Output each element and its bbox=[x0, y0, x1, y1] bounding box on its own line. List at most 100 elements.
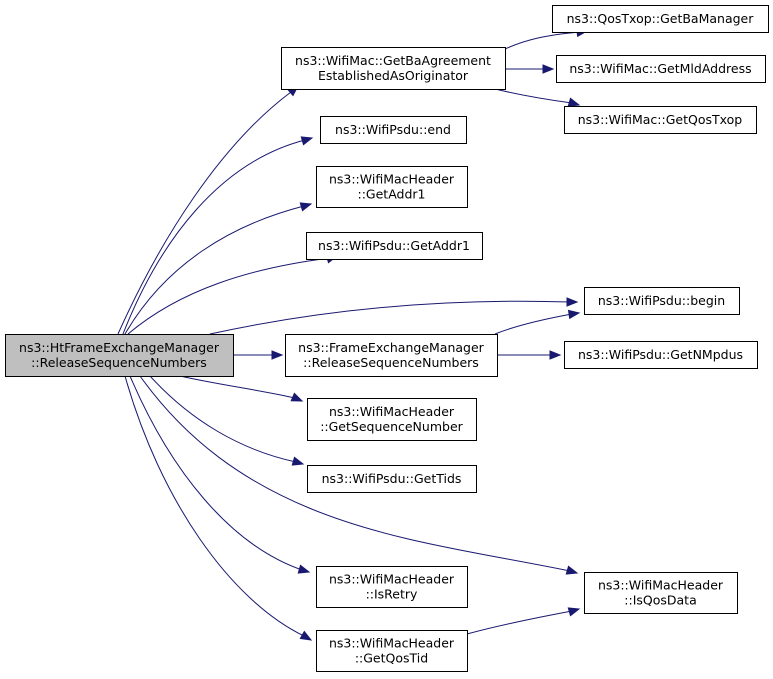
node-label: ns3::HtFrameExchangeManager bbox=[19, 340, 220, 355]
node-label: ns3::WifiMac::GetQosTxop bbox=[578, 112, 743, 127]
edge-arrowhead bbox=[299, 630, 313, 641]
node-label: ns3::WifiPsdu::GetNMpdus bbox=[578, 347, 743, 362]
node-box bbox=[584, 572, 738, 614]
node-box bbox=[316, 566, 468, 608]
node-label: ns3::FrameExchangeManager bbox=[298, 340, 484, 355]
node-box bbox=[307, 465, 477, 493]
node-box bbox=[564, 106, 757, 134]
edge-arrowhead bbox=[567, 97, 581, 107]
node-box bbox=[307, 398, 477, 441]
node-box bbox=[552, 5, 769, 33]
edge-line bbox=[139, 375, 571, 572]
edge-root-to-psduend bbox=[122, 136, 314, 335]
node-getqostxop[interactable]: ns3::WifiMac::GetQosTxop bbox=[564, 106, 757, 134]
node-label: ::GetQosTid bbox=[355, 651, 428, 666]
edge-arrowhead bbox=[291, 456, 305, 466]
node-label: ns3::WifiMacHeader bbox=[598, 578, 724, 593]
node-psdugetaddr1[interactable]: ns3::WifiPsdu::GetAddr1 bbox=[306, 232, 483, 260]
node-label: ns3::WifiPsdu::GetAddr1 bbox=[318, 238, 470, 253]
node-label: ns3::WifiPsdu::GetTids bbox=[322, 471, 462, 486]
node-label: ::GetAddr1 bbox=[358, 187, 426, 202]
edge-line bbox=[122, 139, 306, 335]
node-label: ::ReleaseSequenceNumbers bbox=[31, 355, 207, 370]
edge-arrowhead bbox=[549, 350, 562, 360]
edge-line bbox=[124, 375, 305, 637]
node-label: ns3::WifiPsdu::begin bbox=[598, 293, 725, 308]
node-box bbox=[316, 630, 468, 672]
node-label: ns3::QosTxop::GetBaManager bbox=[567, 11, 755, 26]
edge-getbaagreement-to-getmldaddress bbox=[505, 64, 555, 74]
edge-line bbox=[127, 257, 331, 335]
edge-line bbox=[466, 610, 573, 635]
edge-line bbox=[117, 91, 292, 335]
edge-root-to-getqostid bbox=[124, 375, 313, 641]
edge-root-to-psdubegin bbox=[209, 297, 579, 335]
edge-femrelease-to-psdubegin bbox=[494, 309, 581, 335]
edge-line bbox=[209, 300, 571, 335]
edge-femrelease-to-getnmpdus bbox=[497, 350, 562, 360]
node-getmldaddress[interactable]: ns3::WifiMac::GetMldAddress bbox=[556, 55, 766, 83]
edge-root-to-isqosdata bbox=[139, 375, 579, 575]
nodes-layer: ns3::HtFrameExchangeManager::ReleaseSequ… bbox=[5, 5, 769, 672]
edge-arrowhead bbox=[271, 350, 284, 360]
node-label: ::GetSequenceNumber bbox=[320, 419, 463, 434]
node-getqostid[interactable]: ns3::WifiMacHeader::GetQosTid bbox=[316, 630, 468, 672]
node-box bbox=[584, 287, 740, 315]
node-getbaagreement[interactable]: ns3::WifiMac::GetBaAgreementEstablishedA… bbox=[281, 47, 506, 90]
edge-arrowhead bbox=[290, 392, 304, 402]
node-gettids[interactable]: ns3::WifiPsdu::GetTids bbox=[307, 465, 477, 493]
edge-root-to-isretry bbox=[129, 375, 311, 574]
node-box bbox=[556, 55, 766, 83]
edge-root-to-getseqnum bbox=[179, 375, 304, 402]
node-root[interactable]: ns3::HtFrameExchangeManager::ReleaseSequ… bbox=[5, 334, 234, 377]
edge-arrowhead bbox=[299, 202, 313, 212]
node-label: ns3::WifiMacHeader bbox=[329, 572, 455, 587]
node-isretry[interactable]: ns3::WifiMacHeader::IsRetry bbox=[316, 566, 468, 608]
edge-getbaagreement-to-getqostxop bbox=[494, 88, 581, 107]
edge-line bbox=[494, 313, 573, 335]
node-getseqnum[interactable]: ns3::WifiMacHeader::GetSequenceNumber bbox=[307, 398, 477, 441]
edge-line bbox=[129, 375, 303, 571]
node-hdrgetaddr1[interactable]: ns3::WifiMacHeader::GetAddr1 bbox=[316, 166, 468, 208]
edge-line bbox=[149, 375, 297, 463]
node-label: EstablishedAsOriginator bbox=[318, 68, 469, 83]
node-psdubegin[interactable]: ns3::WifiPsdu::begin bbox=[584, 287, 740, 315]
edge-arrowhead bbox=[565, 565, 579, 575]
node-label: ns3::WifiMac::GetBaAgreement bbox=[295, 53, 491, 68]
node-isqosdata[interactable]: ns3::WifiMacHeader::IsQosData bbox=[584, 572, 738, 614]
edge-line bbox=[179, 375, 296, 399]
edge-arrowhead bbox=[566, 297, 579, 307]
edge-root-to-psdugetaddr1 bbox=[127, 254, 339, 335]
edge-root-to-gettids bbox=[149, 375, 305, 466]
edge-line bbox=[494, 88, 573, 104]
edge-arrowhead bbox=[300, 136, 314, 146]
node-box bbox=[316, 166, 468, 208]
edge-arrowhead bbox=[567, 607, 581, 617]
node-label: ns3::WifiMacHeader bbox=[329, 404, 455, 419]
edge-line bbox=[124, 205, 305, 335]
node-psduend[interactable]: ns3::WifiPsdu::end bbox=[320, 116, 467, 144]
node-box bbox=[285, 334, 498, 377]
node-box bbox=[320, 116, 467, 144]
edge-line bbox=[504, 31, 581, 50]
node-box bbox=[281, 47, 506, 90]
node-femrelease[interactable]: ns3::FrameExchangeManager::ReleaseSequen… bbox=[285, 334, 498, 377]
edge-arrowhead bbox=[567, 309, 581, 320]
edge-root-to-getbaagreement bbox=[117, 85, 300, 335]
node-box bbox=[5, 334, 234, 377]
node-label: ns3::WifiMacHeader bbox=[329, 636, 455, 651]
node-label: ns3::WifiPsdu::end bbox=[335, 122, 451, 137]
node-label: ::ReleaseSequenceNumbers bbox=[303, 355, 479, 370]
node-label: ns3::WifiMac::GetMldAddress bbox=[569, 61, 751, 76]
edge-arrowhead bbox=[542, 64, 555, 74]
edge-arrowhead bbox=[297, 564, 311, 574]
node-label: ns3::WifiMacHeader bbox=[329, 172, 455, 187]
edge-getqostid-to-isqosdata bbox=[466, 607, 581, 635]
node-label: ::IsRetry bbox=[366, 587, 418, 602]
edge-root-to-femrelease bbox=[233, 350, 284, 360]
node-box bbox=[306, 232, 483, 260]
edge-root-to-hdrgetaddr1 bbox=[124, 202, 313, 335]
node-getbamanager[interactable]: ns3::QosTxop::GetBaManager bbox=[552, 5, 769, 33]
node-getnmpdus[interactable]: ns3::WifiPsdu::GetNMpdus bbox=[564, 341, 758, 369]
